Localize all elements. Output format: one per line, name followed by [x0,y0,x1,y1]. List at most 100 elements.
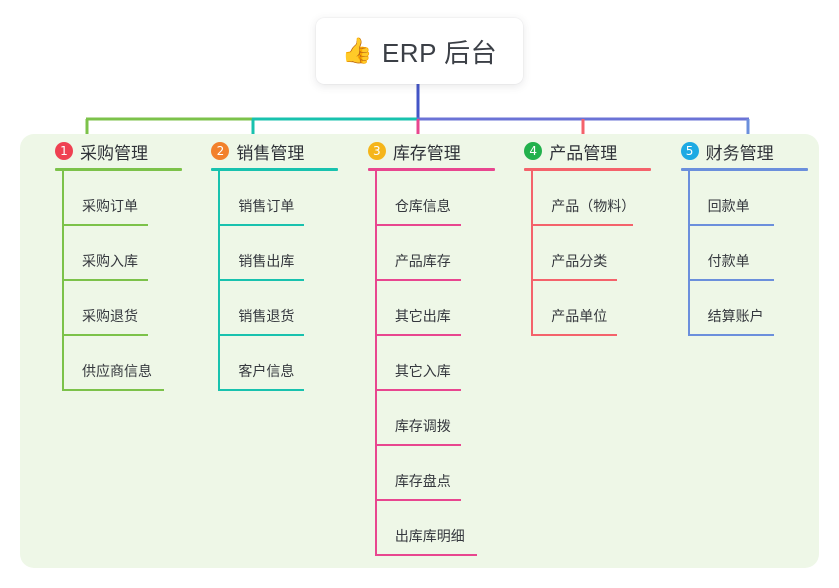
leaf-item-label: 客户信息 [238,363,295,379]
category-header-finance[interactable]: 5 财务管理 [663,134,819,168]
leaf-item-underline [687,334,774,336]
leaf-item-label: 仓库信息 [394,198,451,214]
leaf-item-underline [62,279,148,281]
leaf-item-label: 销售出库 [238,253,295,269]
root-node-card[interactable]: 👍 ERP 后台 [316,18,523,84]
leaf-item[interactable]: 供应商信息 [62,336,193,391]
category-items-sales: 销售订单销售出库销售退货客户信息 [218,171,349,391]
leaf-item-label: 其它入库 [394,363,451,379]
category-column-sales: 2 销售管理销售订单销售出库销售退货客户信息 [193,134,349,568]
leaf-item[interactable]: 结算账户 [687,281,819,336]
category-badge-inventory: 3 [367,142,386,160]
category-badge-finance: 5 [680,142,699,160]
leaf-item-underline [687,279,774,281]
leaf-item-underline [374,389,461,391]
leaf-item-label: 结算账户 [707,308,764,324]
category-items-product: 产品（物料） 产品分类产品单位 [531,171,662,336]
category-title-product: 产品管理 [549,143,618,163]
leaf-item-label: 付款单 [707,253,750,269]
leaf-item-label: 销售退货 [238,308,295,324]
leaf-item-label: 采购入库 [82,253,138,269]
leaf-item[interactable]: 产品分类 [531,226,662,281]
category-badge-sales: 2 [211,142,230,160]
category-column-inventory: 3 库存管理仓库信息产品库存其它出库其它入库库存调拨库存盘点出库库明细 [350,134,506,568]
leaf-item[interactable]: 销售退货 [218,281,349,336]
category-rule-inventory [367,168,495,171]
leaf-item[interactable]: 出库库明细 [374,501,506,556]
leaf-item-underline [687,224,774,226]
leaf-item-underline [62,224,148,226]
leaf-item[interactable]: 销售订单 [218,171,349,226]
leaf-item-underline [374,444,461,446]
leaf-item[interactable]: 库存盘点 [374,446,506,501]
category-spine-product [531,171,534,336]
leaf-item[interactable]: 其它入库 [374,336,506,391]
category-rule-sales [211,168,339,171]
leaf-item-label: 库存盘点 [394,473,451,489]
leaf-item-label: 产品（物料） [551,198,636,214]
leaf-item[interactable]: 产品单位 [531,281,662,336]
root-node-title: ERP 后台 [381,37,498,68]
leaf-item-label: 回款单 [707,198,750,214]
leaf-item[interactable]: 采购订单 [62,171,193,226]
leaf-item-label: 产品库存 [394,253,451,269]
leaf-item[interactable]: 采购退货 [62,281,193,336]
category-column-purchase: 1 采购管理采购订单采购入库采购退货供应商信息 [37,134,193,568]
leaf-item-label: 库存调拨 [394,418,451,434]
leaf-item[interactable]: 产品（物料） [531,171,662,226]
leaf-item-label: 采购退货 [82,308,138,324]
leaf-item[interactable]: 付款单 [687,226,819,281]
leaf-item-label: 供应商信息 [82,363,152,379]
category-rule-finance [680,168,808,171]
leaf-item-underline [374,554,477,556]
leaf-item[interactable]: 库存调拨 [374,391,506,446]
category-rule-purchase [55,168,182,171]
category-title-purchase: 采购管理 [80,143,148,163]
leaf-item-label: 出库库明细 [394,528,465,544]
category-title-inventory: 库存管理 [392,143,461,163]
leaf-item[interactable]: 客户信息 [218,336,349,391]
leaf-item[interactable]: 销售出库 [218,226,349,281]
leaf-item-label: 产品单位 [551,308,608,324]
category-spine-sales [218,171,221,391]
leaf-item-underline [62,389,164,391]
leaf-item-underline [374,224,461,226]
category-title-finance: 财务管理 [705,143,774,163]
category-spine-inventory [374,171,377,556]
leaf-item-underline [374,279,461,281]
category-column-product: 4 产品管理产品（物料） 产品分类产品单位 [506,134,662,568]
leaf-item[interactable]: 产品库存 [374,226,506,281]
leaf-item-underline [374,334,461,336]
leaf-item-label: 采购订单 [82,198,138,214]
leaf-item[interactable]: 其它出库 [374,281,506,336]
leaf-item[interactable]: 仓库信息 [374,171,506,226]
leaf-item-underline [531,224,634,226]
category-badge-product: 4 [524,142,543,160]
leaf-item-underline [62,334,148,336]
thumbs-up-icon: 👍 [341,36,373,65]
category-items-inventory: 仓库信息产品库存其它出库其它入库库存调拨库存盘点出库库明细 [374,171,506,556]
mindmap-panel [20,134,819,568]
leaf-item-underline [531,334,618,336]
leaf-item-label: 其它出库 [394,308,451,324]
category-header-purchase[interactable]: 1 采购管理 [37,134,193,168]
category-column-finance: 5 财务管理回款单付款单结算账户 [663,134,819,568]
category-spine-finance [687,171,690,336]
category-items-purchase: 采购订单采购入库采购退货供应商信息 [62,171,193,391]
leaf-item-underline [531,279,618,281]
leaf-item[interactable]: 回款单 [687,171,819,226]
leaf-item-label: 销售订单 [238,198,295,214]
category-spine-purchase [62,171,64,391]
category-columns: 1 采购管理采购订单采购入库采购退货供应商信息 2 销售管理销售订单销售出库销售退货客… [20,134,819,568]
leaf-item-underline [374,499,461,501]
category-header-sales[interactable]: 2 销售管理 [193,134,349,168]
category-header-inventory[interactable]: 3 库存管理 [350,134,506,168]
category-badge-purchase: 1 [55,142,73,160]
category-title-sales: 销售管理 [236,143,305,163]
leaf-item[interactable]: 采购入库 [62,226,193,281]
leaf-item-underline [218,279,305,281]
leaf-item-underline [218,334,305,336]
category-header-product[interactable]: 4 产品管理 [506,134,662,168]
leaf-item-underline [218,389,305,391]
leaf-item-underline [218,224,305,226]
